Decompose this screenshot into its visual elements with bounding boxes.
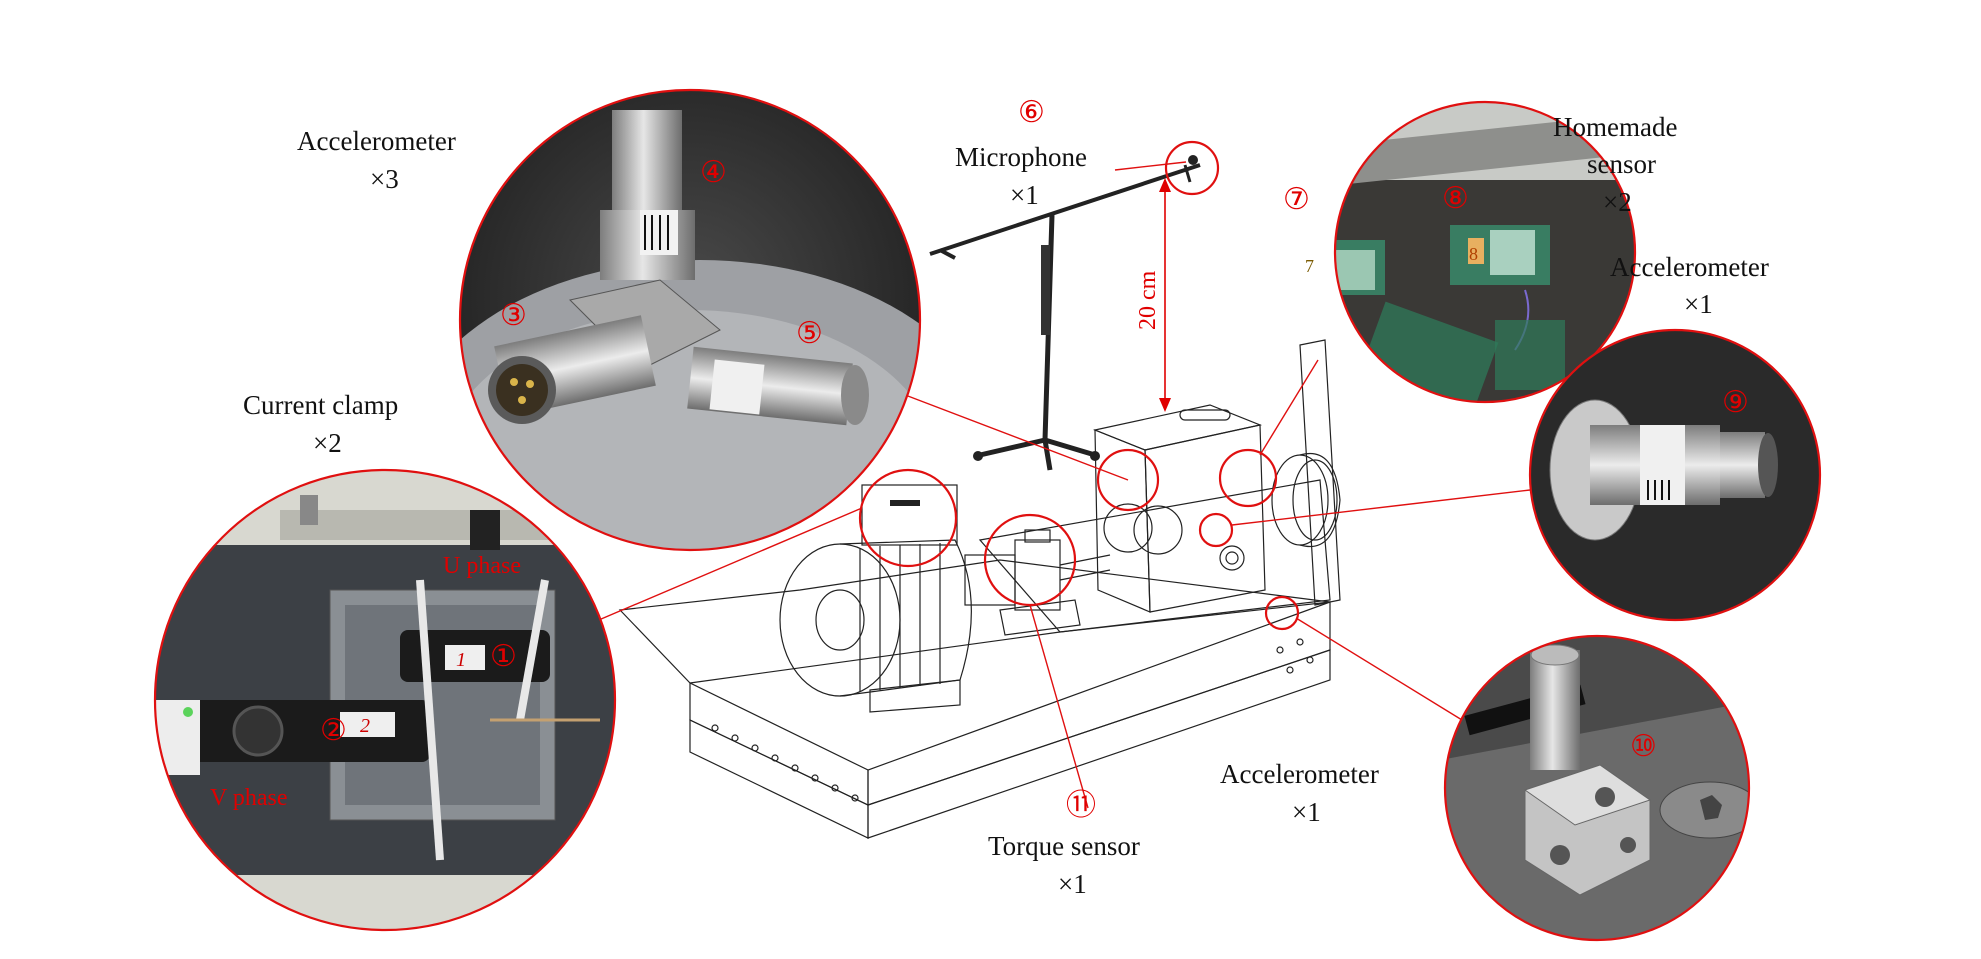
- marker-1: ①: [490, 639, 517, 674]
- v-phase-label: V phase: [210, 785, 288, 811]
- label-accel-9-count: ×1: [1684, 289, 1713, 319]
- load-unit: [1271, 339, 1341, 606]
- gearbox-front-ring: [1096, 448, 1160, 512]
- marker-10: ⑩: [1630, 729, 1657, 764]
- label-current-clamp: Current clamp: [243, 390, 398, 420]
- label-accel-tri: Accelerometer: [297, 126, 456, 156]
- photo-accelerometer-9: [1530, 330, 1820, 620]
- patch-label-8: 8: [1469, 244, 1478, 264]
- u-phase-label: U phase: [443, 553, 521, 579]
- base-ring: [1264, 595, 1300, 631]
- leader-lines: [579, 161, 1531, 809]
- torque-sensor-drawing: [964, 529, 1111, 636]
- label-homemade: Homemade: [1553, 112, 1677, 142]
- gearbox-side-ring: [1218, 448, 1278, 508]
- patch-label-clamp2: 2: [360, 715, 370, 737]
- photo-accelerometer-10: [1445, 636, 1749, 940]
- marker-7: ⑦: [1283, 182, 1310, 217]
- marker-11: ⑪: [1066, 788, 1096, 823]
- mic-ring: [1164, 140, 1220, 196]
- ring-homemade: [1333, 100, 1637, 404]
- label-accel-9: Accelerometer: [1610, 252, 1769, 282]
- label-microphone-count: ×1: [1010, 180, 1039, 210]
- distance-arrow: 20 cm: [1135, 178, 1171, 412]
- motor: [779, 484, 972, 713]
- distance-label: 20 cm: [1135, 270, 1161, 330]
- patch-label-clamp1: 1: [456, 649, 466, 671]
- microphone-stand: [929, 155, 1201, 471]
- gearbox: [1092, 404, 1266, 613]
- photo-triaxial-accelerometer: [460, 90, 920, 550]
- label-torque-count: ×1: [1058, 869, 1087, 899]
- label-accel-tri-count: ×3: [370, 164, 399, 194]
- label-microphone: Microphone: [955, 142, 1087, 172]
- marker-8: ⑧: [1442, 181, 1469, 216]
- marker-2: ②: [320, 713, 347, 748]
- label-current-clamp-count: ×2: [313, 428, 342, 458]
- patch-label-7: 7: [1305, 256, 1314, 276]
- marker-3: ③: [500, 298, 527, 333]
- motor-junction-ring: [858, 468, 958, 568]
- test-rig-drawing: [618, 155, 1341, 839]
- marker-4: ④: [700, 155, 727, 190]
- label-accel-10: Accelerometer: [1220, 759, 1379, 789]
- photo-current-clamps: [155, 470, 615, 930]
- marker-5: ⑤: [796, 316, 823, 351]
- sensor-labels: Accelerometer ×3 Current clamp ×2 Microp…: [243, 112, 1769, 899]
- ring-accel-9: [1528, 328, 1822, 622]
- marker-9: ⑨: [1722, 385, 1749, 420]
- ring-current-clamps: [153, 468, 617, 932]
- marker-6: ⑥: [1018, 95, 1045, 130]
- label-torque: Torque sensor: [988, 831, 1140, 861]
- label-accel-10-count: ×1: [1292, 797, 1321, 827]
- ring-triaxial: [458, 88, 922, 552]
- ring-accel-10: [1443, 634, 1751, 942]
- label-homemade-count: ×2: [1603, 187, 1632, 217]
- label-homemade-2: sensor: [1587, 149, 1656, 179]
- base-holes: [711, 638, 1314, 802]
- number-markers: ① ② ③ ④ ⑤ ⑥ ⑦ ⑧ ⑨ ⑩ ⑪: [320, 95, 1749, 823]
- gearbox-lower-ring: [1198, 512, 1234, 548]
